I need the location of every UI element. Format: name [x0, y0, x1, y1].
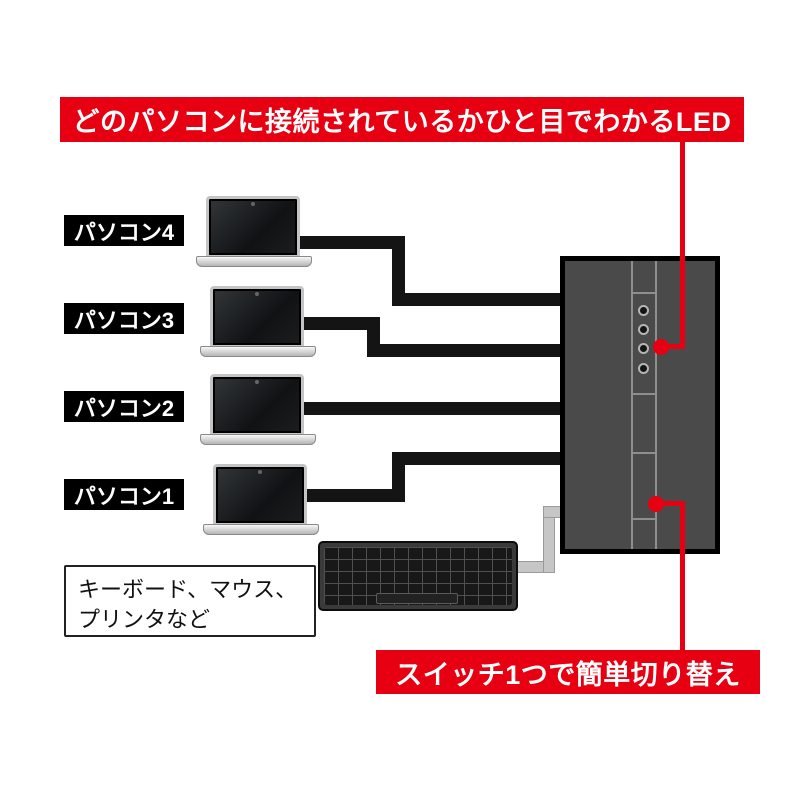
callout-line-switch-horizontal — [656, 501, 685, 506]
laptop-pc4 — [196, 196, 312, 267]
kvm-switch-box — [560, 256, 720, 554]
laptop-screen — [210, 374, 304, 436]
panel-divider — [631, 393, 657, 395]
panel-divider — [631, 518, 657, 520]
keyboard — [318, 541, 518, 611]
pc4-label: パソコン4 — [64, 215, 184, 246]
spacebar-key — [376, 593, 458, 604]
peripherals-note-line1: キーボード、マウス、 — [78, 577, 298, 602]
laptop-screen — [206, 196, 300, 258]
laptop-base — [203, 524, 319, 535]
front-panel-edge-left — [631, 261, 633, 549]
cable-pc4-seg1 — [275, 236, 405, 249]
callout-line-led-horizontal — [660, 344, 685, 349]
laptop-pc1 — [203, 464, 319, 535]
peripherals-note-line2: プリンタなど — [78, 606, 211, 632]
callout-line-led-vertical — [680, 140, 685, 347]
led-indicator-2 — [638, 324, 649, 335]
switch-feature-banner: スイッチ1つで簡単切り替え — [376, 650, 760, 694]
laptop-screen — [213, 464, 307, 526]
cable-pc1-seg3 — [392, 452, 564, 465]
pc2-label: パソコン2 — [64, 391, 184, 422]
led-indicator-1 — [638, 305, 649, 316]
led-feature-banner: どのパソコンに接続されているかひと目でわかるLED — [60, 97, 744, 142]
callout-line-switch-vertical — [680, 501, 685, 652]
pc1-label: パソコン1 — [64, 479, 184, 510]
panel-divider — [631, 452, 657, 454]
pc3-label: パソコン3 — [64, 303, 184, 334]
cable-pc1-seg1 — [282, 489, 405, 502]
cable-pc3-seg3 — [367, 344, 564, 357]
panel-divider — [631, 292, 657, 294]
webcam-dot — [255, 292, 259, 296]
webcam-dot — [251, 202, 255, 206]
laptop-pc3 — [200, 286, 316, 357]
led-indicator-3 — [638, 343, 649, 354]
laptop-base — [196, 256, 312, 267]
cable-pc3-seg1 — [280, 317, 380, 330]
front-panel-edge-right — [655, 261, 657, 549]
peripherals-note-box: キーボード、マウス、 プリンタなど — [64, 565, 316, 637]
laptop-base — [200, 346, 316, 357]
laptop-pc2 — [200, 374, 316, 445]
callout-dot-led — [653, 339, 669, 355]
webcam-dot — [258, 470, 262, 474]
laptop-base — [200, 434, 316, 445]
cable-pc4-seg2 — [392, 236, 405, 306]
cable-pc4-seg3 — [392, 293, 564, 306]
laptop-screen — [210, 286, 304, 348]
cable-pc2-seg1 — [280, 402, 564, 415]
webcam-dot — [255, 380, 259, 384]
led-indicator-4 — [638, 363, 649, 374]
